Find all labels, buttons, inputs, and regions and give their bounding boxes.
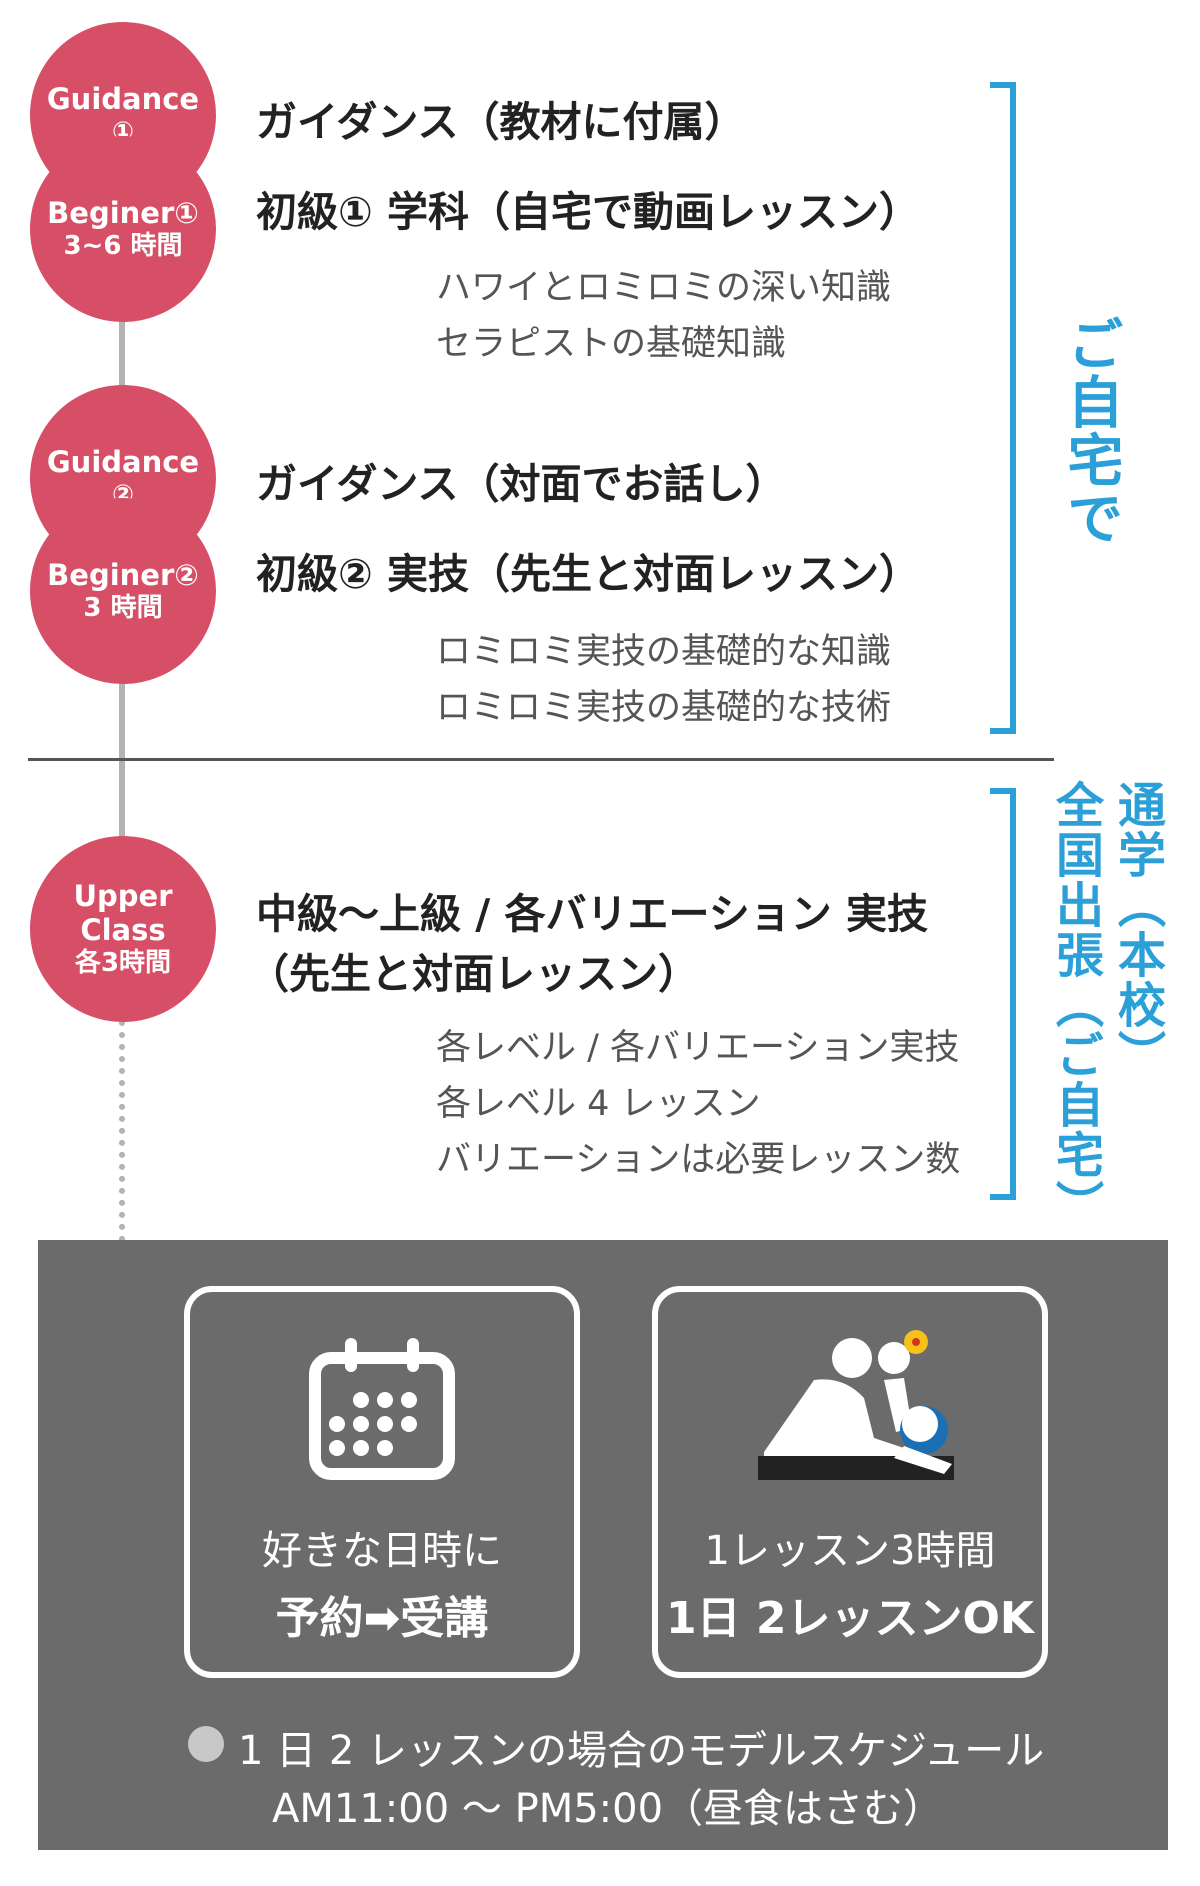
upper-heading-line2: （先生と対面レッスン） [248,950,699,998]
bullet-icon [188,1726,224,1762]
upper-heading-line1: 中級〜上級 / 各バリエーション 実技 [256,890,928,938]
section-divider [28,758,1054,761]
upper-badge: Upper Class 各3時間 [30,836,216,1022]
guidance1-title: Guidance [46,82,200,116]
lesson-line1: 1レッスン3時間 [704,1528,996,1574]
lesson-line2: 1日 2レッスンOK [665,1593,1035,1644]
beginner2-detail-2: ロミロミ実技の基礎的な技術 [436,688,892,728]
upper-detail-2: 各レベル 4 レッスン [436,1084,761,1124]
beginner1-heading: 初級① 学科（自宅で動画レッスン） [256,188,920,236]
upper-detail-3: バリエーションは必要レッスン数 [436,1140,961,1180]
massage-icon [758,1330,954,1480]
upper-line1: Upper [73,878,173,913]
home-bracket [990,82,1016,734]
school-bracket-label-2: 全国出張（ご自宅） [1047,780,1103,1230]
guidance1-heading: ガイダンス（教材に付属） [256,98,746,146]
upper-hours: 各3時間 [74,948,172,979]
timeline-dotted-line [119,1020,125,1242]
booking-line2: 予約➡受講 [275,1593,489,1644]
beginner1-title: Beginer① [47,196,199,230]
beginner2-badge: Beginer② 3 時間 [30,498,216,684]
beginner1-detail-1: ハワイとロミロミの深い知識 [436,268,892,308]
hibiscus-icon [904,1330,928,1354]
beginner1-hours: 3~6 時間 [63,230,183,261]
guidance2-heading: ガイダンス（対面でお話し） [256,460,787,508]
calendar-icon [309,1338,455,1480]
upper-line2: Class [80,913,166,948]
beginner2-title: Beginer② [47,558,199,592]
schedule-line1: 1 日 2 レッスンの場合のモデルスケジュール [238,1728,1045,1774]
home-bracket-label: ご自宅で [1058,315,1123,547]
schedule-line2: AM11:00 〜 PM5:00（昼食はさむ） [272,1786,944,1832]
beginner2-detail-1: ロミロミ実技の基礎的な知識 [436,632,892,672]
info-panel [38,1240,1168,1850]
school-bracket [990,788,1016,1200]
guidance2-title: Guidance [46,445,200,479]
lesson-box: 1レッスン3時間 1日 2レッスンOK [652,1286,1048,1678]
beginner1-badge: Beginer① 3~6 時間 [30,136,216,322]
booking-line1: 好きな日時に [262,1528,502,1574]
beginner2-hours: 3 時間 [83,592,163,623]
upper-detail-1: 各レベル / 各バリエーション実技 [436,1028,960,1068]
beginner1-detail-2: セラピストの基礎知識 [436,324,787,364]
school-bracket-label-1: 通学（本校） [1109,780,1165,1080]
beginner2-heading: 初級② 実技（先生と対面レッスン） [256,550,920,598]
booking-box: 好きな日時に 予約➡受講 [184,1286,580,1678]
